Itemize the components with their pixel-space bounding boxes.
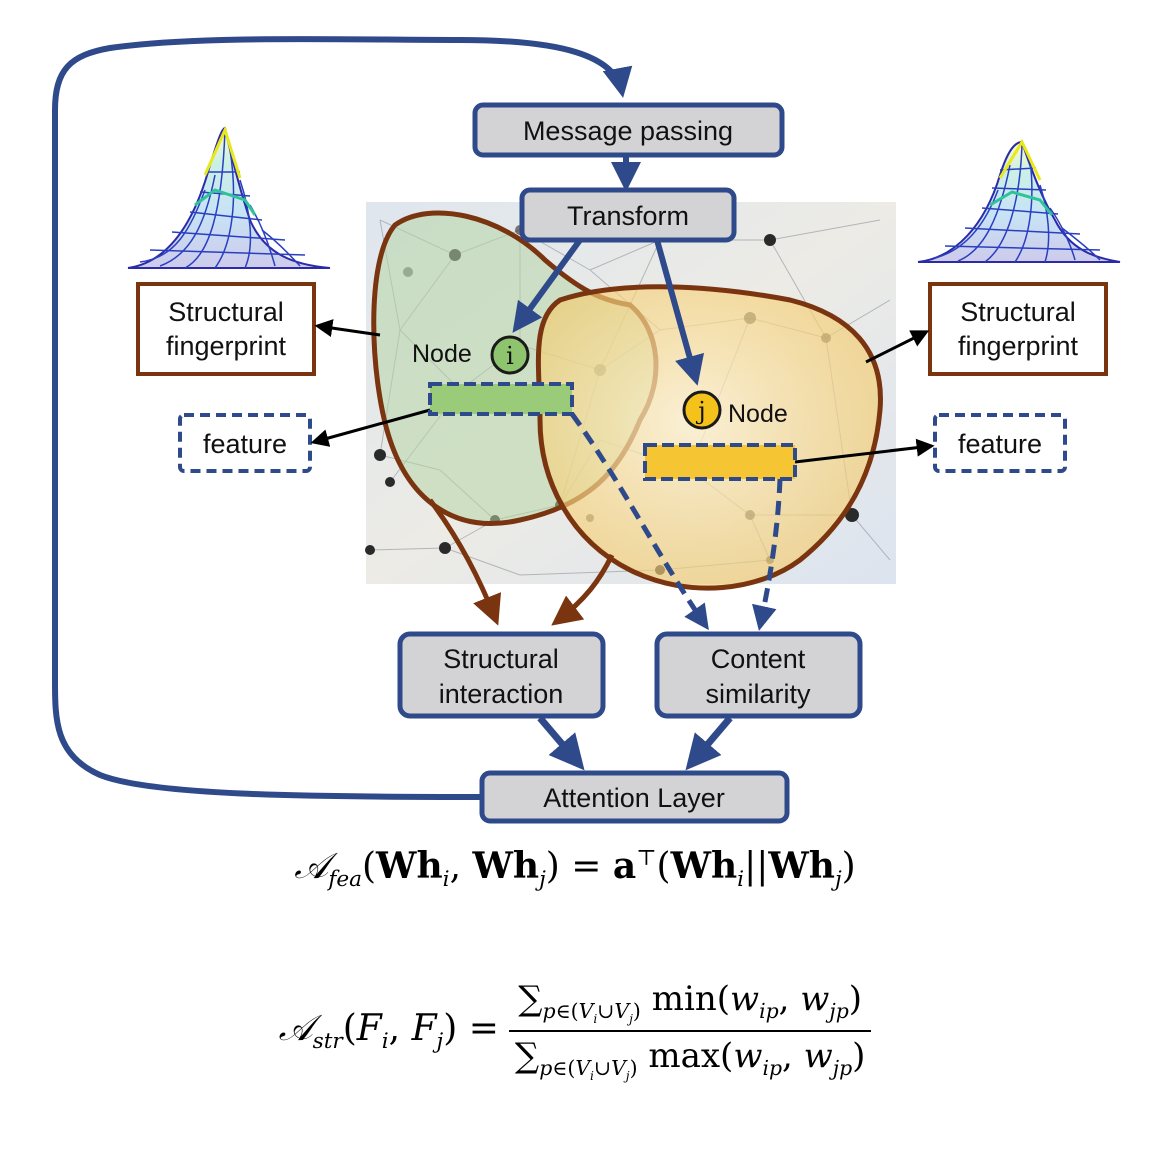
transform-box: Transform (519, 187, 737, 243)
message-passing-box: Message passing (472, 102, 785, 158)
node-j-neighborhood (535, 284, 883, 591)
brown-arrow-left-region (427, 498, 502, 626)
feature-right-box: feature (933, 413, 1067, 473)
node-j-circle: j (682, 390, 722, 430)
structural-interaction-box: Structural interaction (397, 631, 606, 719)
content-similarity-box: Content similarity (654, 631, 863, 719)
feedback-loop-arrow (52, 36, 633, 800)
arrow-to-fingerprint-left (314, 319, 381, 337)
feature-right-label: feature (958, 429, 1042, 459)
brown-arrow-right-region (551, 553, 615, 626)
arrow-to-fingerprint-right (865, 330, 930, 364)
structural-attention-formula: 𝒜str(Fi, Fj) = ∑p∈(Vi∪Vj) min(wip, wjp) … (0, 975, 1150, 1105)
node-j-feature-vector (643, 443, 797, 481)
node-j-letter: j (695, 397, 705, 425)
node-j-label: Node (728, 400, 788, 428)
structural-fingerprint-right-line1: Structural (960, 297, 1076, 327)
structural-interaction-line2: interaction (439, 679, 564, 709)
node-i-feature-vector (428, 382, 574, 416)
node-i-letter: i (506, 342, 514, 370)
attention-layer-box: Attention Layer (479, 770, 790, 824)
transform-to-node-j-arrow (654, 239, 705, 386)
fingerprint-surface-right (917, 138, 1121, 263)
structural-fingerprint-left-line1: Structural (168, 297, 284, 327)
structural-fingerprint-right-box: Structural fingerprint (928, 282, 1108, 376)
feature-attention-formula: 𝒜fea(Whi, Whj) = a⊤(Whi||Whj) (294, 845, 856, 893)
feature-left-box: feature (178, 413, 312, 473)
content-similarity-line2: similarity (706, 679, 811, 709)
structural-fingerprint-right-line2: fingerprint (958, 331, 1079, 361)
attention-layer-label: Attention Layer (543, 783, 725, 813)
structural-fingerprint-left-line2: fingerprint (166, 331, 287, 361)
structural-fingerprint-left-box: Structural fingerprint (136, 282, 316, 376)
content-similarity-line1: Content (711, 644, 806, 674)
transform-label: Transform (567, 201, 689, 231)
gat-diagram: Message passing Transform (52, 36, 1121, 824)
node-i-label: Node (412, 340, 472, 368)
message-passing-label: Message passing (523, 116, 733, 146)
transform-to-node-i-arrow (512, 238, 583, 333)
structural-interaction-line1: Structural (443, 644, 559, 674)
dashed-arrow-node-i-feature (569, 412, 709, 631)
arrow-to-feature-right (794, 438, 935, 464)
node-i-circle: i (490, 335, 530, 375)
clipped-text-fragment (180, 918, 1000, 936)
structural-to-attention-arrow (537, 715, 585, 771)
arrow-to-feature-left (310, 408, 431, 447)
fingerprint-surface-left (127, 125, 331, 269)
feature-left-label: feature (203, 429, 287, 459)
dashed-arrow-node-j-feature (752, 478, 783, 631)
content-to-attention-arrow (685, 715, 733, 771)
